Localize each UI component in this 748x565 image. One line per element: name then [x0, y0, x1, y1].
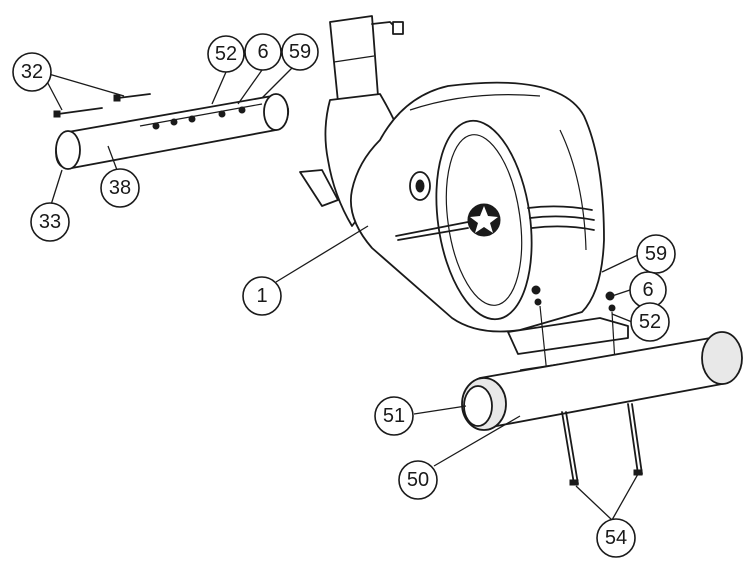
callout-33: 33 — [30, 202, 70, 242]
svg-text:33: 33 — [39, 211, 61, 233]
callout-54: 54 — [596, 518, 636, 558]
callout-59-front: 59 — [636, 234, 676, 274]
svg-text:32: 32 — [21, 61, 43, 83]
callout-59-rear: 59 — [281, 33, 319, 71]
svg-text:6: 6 — [257, 41, 268, 63]
callout-52-rear: 52 — [207, 35, 245, 73]
rear-bolts — [53, 93, 151, 118]
callout-50: 50 — [398, 460, 438, 500]
callout-32: 32 — [12, 52, 52, 92]
rear-stabilizer-tube — [55, 93, 290, 170]
front-bolts — [561, 403, 643, 486]
svg-text:52: 52 — [639, 311, 661, 333]
callout-38: 38 — [100, 168, 140, 208]
svg-text:59: 59 — [289, 41, 311, 63]
svg-text:54: 54 — [605, 527, 627, 549]
svg-text:52: 52 — [215, 43, 237, 65]
svg-text:6: 6 — [642, 279, 653, 301]
main-frame — [299, 15, 629, 355]
callout-51: 51 — [374, 396, 414, 436]
callout-1: 1 — [242, 276, 282, 316]
svg-text:51: 51 — [383, 405, 405, 427]
callout-6-rear: 6 — [244, 33, 282, 71]
svg-text:38: 38 — [109, 177, 131, 199]
svg-text:50: 50 — [407, 469, 429, 491]
leader-lines — [41, 61, 641, 521]
callout-52-front: 52 — [630, 302, 670, 342]
front-stabilizer-tube — [461, 331, 743, 431]
svg-text:1: 1 — [256, 285, 267, 307]
svg-text:59: 59 — [645, 243, 667, 265]
